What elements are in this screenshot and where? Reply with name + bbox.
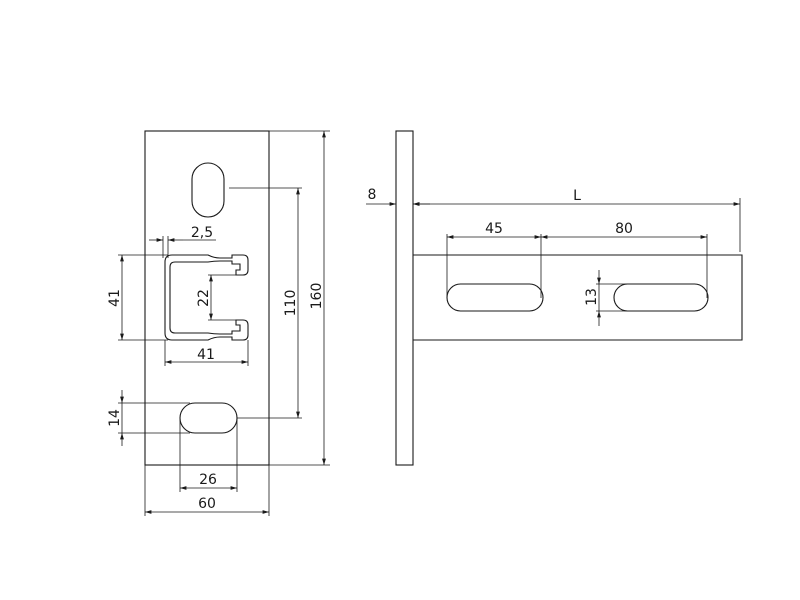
dimension-length: L bbox=[413, 188, 741, 252]
plate-side-outline bbox=[395, 130, 414, 466]
dimension-width: 60 bbox=[144, 465, 270, 516]
dimension-plate-thickness-label: 8 bbox=[368, 187, 377, 203]
dimension-hole-spacing-label: 110 bbox=[283, 290, 299, 317]
dimension-arm-slot-height-label: 13 bbox=[584, 288, 600, 306]
dimension-slot-height-label: 14 bbox=[107, 409, 123, 427]
front-view: 160 110 41 22 2,5 bbox=[107, 130, 330, 516]
dimension-channel-opening-label: 22 bbox=[196, 289, 212, 307]
dimension-wall-thickness-label: 2,5 bbox=[191, 225, 213, 241]
dimension-slot-width-label: 26 bbox=[199, 472, 217, 488]
dimension-arm-slot-height: 13 bbox=[584, 270, 628, 326]
arm-outline bbox=[413, 254, 743, 341]
dimension-slot-height: 14 bbox=[107, 390, 190, 446]
dimension-slot-positions: 45 80 bbox=[446, 221, 708, 298]
dimension-height-label: 160 bbox=[309, 283, 325, 310]
dimension-width-label: 60 bbox=[198, 496, 216, 512]
dimension-height: 160 bbox=[269, 130, 330, 466]
dimension-first-slot-label: 45 bbox=[485, 221, 503, 237]
dimension-channel-height: 41 bbox=[107, 254, 168, 341]
dimension-hole-spacing: 110 bbox=[229, 187, 302, 419]
dimension-slot-width: 26 bbox=[179, 418, 238, 492]
top-slot bbox=[191, 162, 225, 218]
dimension-channel-opening: 22 bbox=[196, 274, 236, 321]
dimension-plate-thickness: 8 bbox=[366, 187, 430, 206]
arm-slot-1 bbox=[446, 283, 544, 312]
dimension-slot-spacing-label: 80 bbox=[615, 221, 633, 237]
dimension-channel-height-label: 41 bbox=[107, 289, 123, 307]
dimension-length-label: L bbox=[573, 188, 581, 204]
side-view: L 8 45 80 13 bbox=[366, 130, 743, 466]
arm-slot-2 bbox=[613, 283, 709, 312]
dimension-channel-width: 41 bbox=[164, 340, 249, 366]
bottom-slot bbox=[179, 402, 238, 434]
channel-profile bbox=[164, 254, 249, 341]
dimension-channel-width-label: 41 bbox=[197, 347, 215, 363]
dimension-wall-thickness: 2,5 bbox=[149, 225, 216, 258]
base-plate-outline bbox=[144, 130, 270, 466]
